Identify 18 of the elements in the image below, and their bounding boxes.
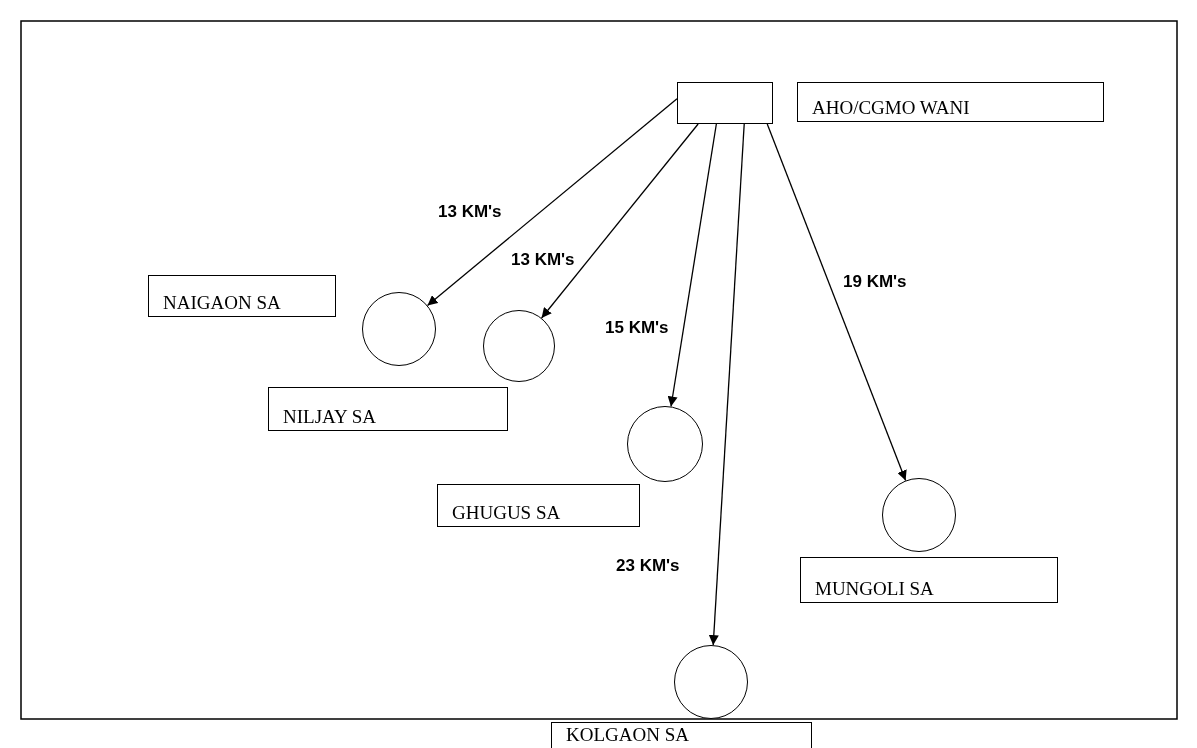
arrow (708, 123, 745, 646)
station-name: NAIGAON SA (163, 292, 281, 314)
empty-box (677, 82, 773, 124)
label-box (800, 557, 1058, 603)
label-box (148, 275, 336, 317)
station-name: NILJAY SA (283, 406, 377, 428)
station-name: AHO/CGMO WANI (812, 97, 970, 119)
arrow (667, 123, 717, 408)
station-name: GHUGUS SA (452, 502, 561, 524)
station-name: MUNGOLI SA (815, 578, 934, 600)
arrow (426, 98, 678, 307)
station-name: KOLGAON SA (566, 724, 689, 746)
label-box (797, 82, 1104, 122)
arrow (766, 123, 907, 482)
label-box (268, 387, 508, 431)
arrow (540, 123, 699, 319)
label-box (437, 484, 640, 527)
label-box (551, 722, 812, 748)
